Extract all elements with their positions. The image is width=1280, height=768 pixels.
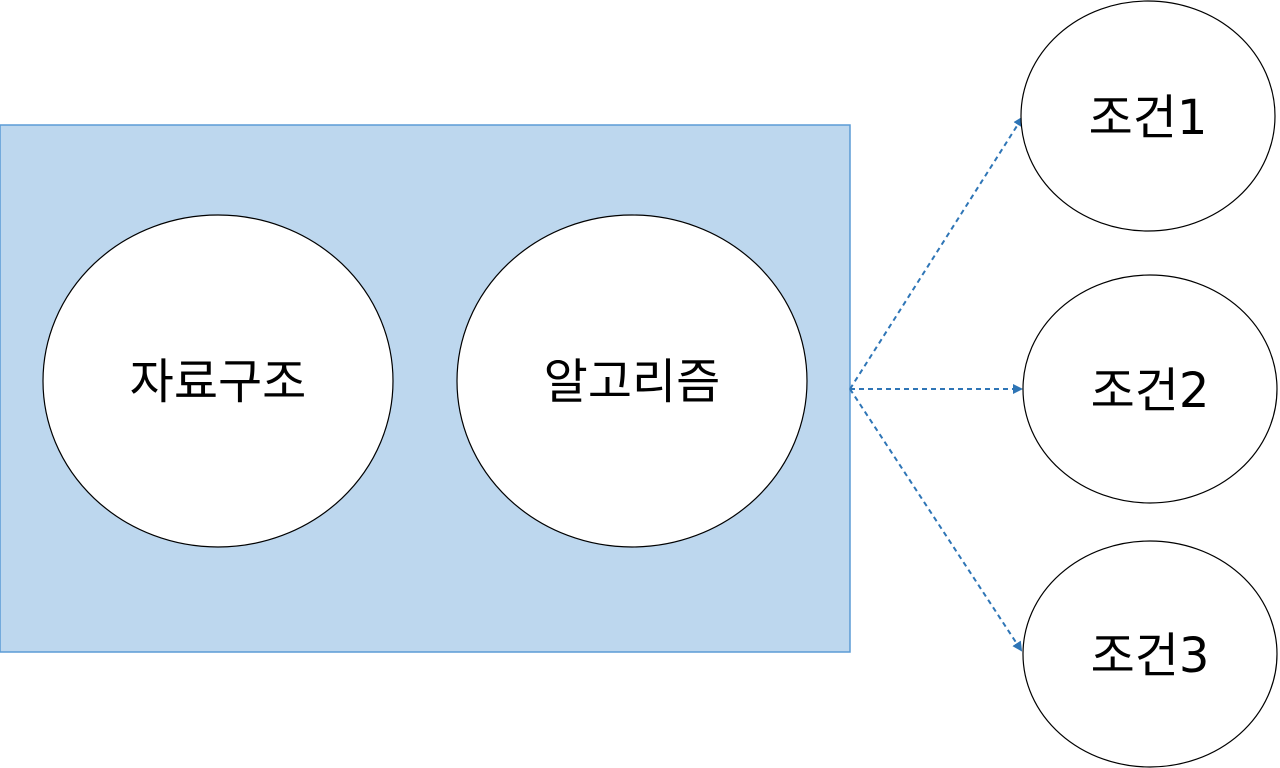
condition-node-2-circle [1022, 274, 1278, 504]
condition-node-2: 조건2 [1022, 274, 1278, 504]
node-algorithm-label: 알고리즘 [544, 354, 721, 410]
condition-node-1-label: 조건1 [1089, 90, 1208, 146]
condition-node-3: 조건3 [1022, 540, 1278, 768]
condition-node-1-circle [1020, 0, 1276, 232]
connector-to-condition-3 [849, 388, 1023, 652]
node-data-structure-circle [42, 214, 394, 548]
node-data-structure-label: 자료구조 [130, 354, 307, 410]
condition-node-3-label: 조건3 [1091, 628, 1210, 684]
condition-node-3-circle [1022, 540, 1278, 768]
condition-node-1: 조건1 [1020, 0, 1276, 232]
connector-to-condition-1 [849, 116, 1024, 390]
node-data-structure: 자료구조 [42, 214, 394, 548]
node-algorithm: 알고리즘 [456, 214, 808, 548]
condition-node-2-label: 조건2 [1091, 363, 1210, 419]
node-algorithm-circle [456, 214, 808, 548]
